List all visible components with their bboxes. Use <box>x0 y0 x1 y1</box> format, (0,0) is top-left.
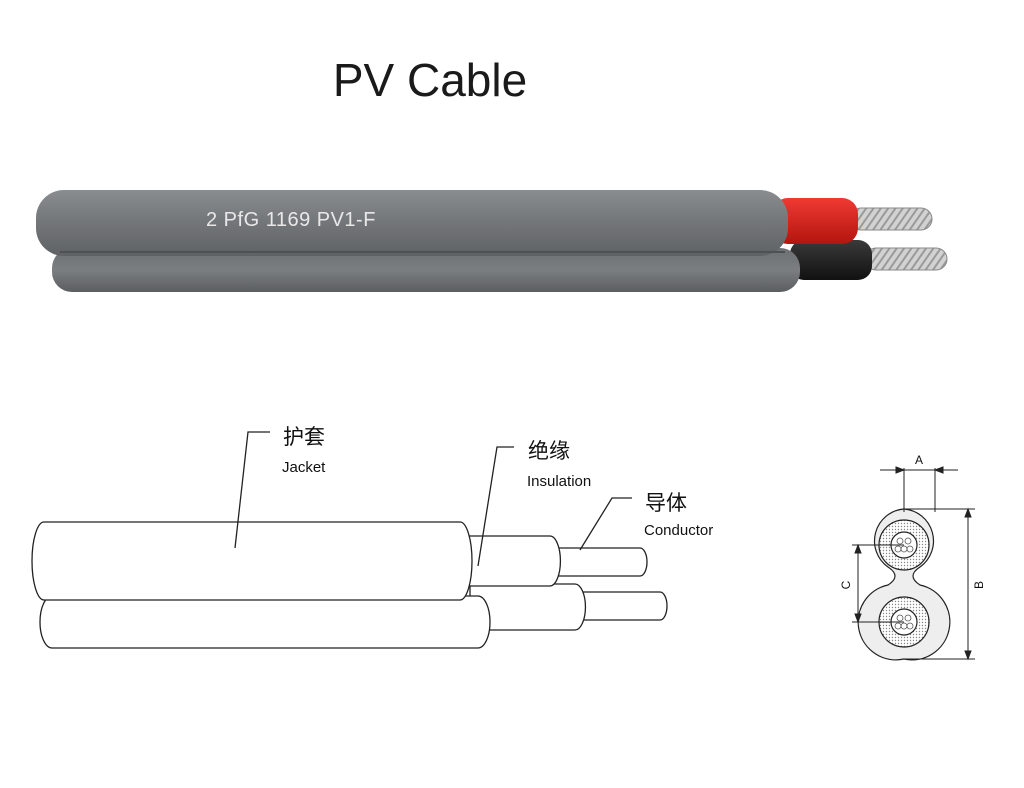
upper-jacket-outline <box>31 521 473 601</box>
insulation-label-zh: 绝缘 <box>528 439 570 463</box>
lower-jacket-outline <box>39 595 491 649</box>
cross-section <box>857 508 951 661</box>
dimension-b-label: B <box>972 581 986 589</box>
cable-marking: 2 PfG 1169 PV1-F <box>206 209 376 231</box>
jacket-leader <box>234 431 270 549</box>
jacket-label-zh: 护套 <box>283 425 325 449</box>
red-core-conductor <box>849 207 933 231</box>
cable-diagram <box>31 431 668 649</box>
jacket-label-en: Jacket <box>282 459 326 476</box>
lower-insulation <box>469 583 587 631</box>
insulation-leader <box>477 446 514 567</box>
black-core-conductor <box>864 247 948 271</box>
dimension-c-label: C <box>839 580 853 589</box>
black-core-insulation <box>790 240 872 280</box>
cable-photo: 2 PfG 1169 PV1-F <box>36 190 948 292</box>
conductor-label-zh: 导体 <box>645 491 687 515</box>
upper-jacket <box>36 190 788 256</box>
lower-jacket <box>52 248 800 292</box>
upper-insulation <box>449 535 562 587</box>
insulation-label-en: Insulation <box>527 473 591 490</box>
dimension-a-label: A <box>915 453 923 467</box>
lower-conductor <box>571 591 668 621</box>
conductor-label-en: Conductor <box>644 522 713 539</box>
page-title: PV Cable <box>333 54 527 106</box>
conductor-leader <box>579 497 632 551</box>
red-core-insulation <box>772 198 858 244</box>
dimension-lines <box>852 466 975 661</box>
upper-conductor <box>547 547 648 577</box>
